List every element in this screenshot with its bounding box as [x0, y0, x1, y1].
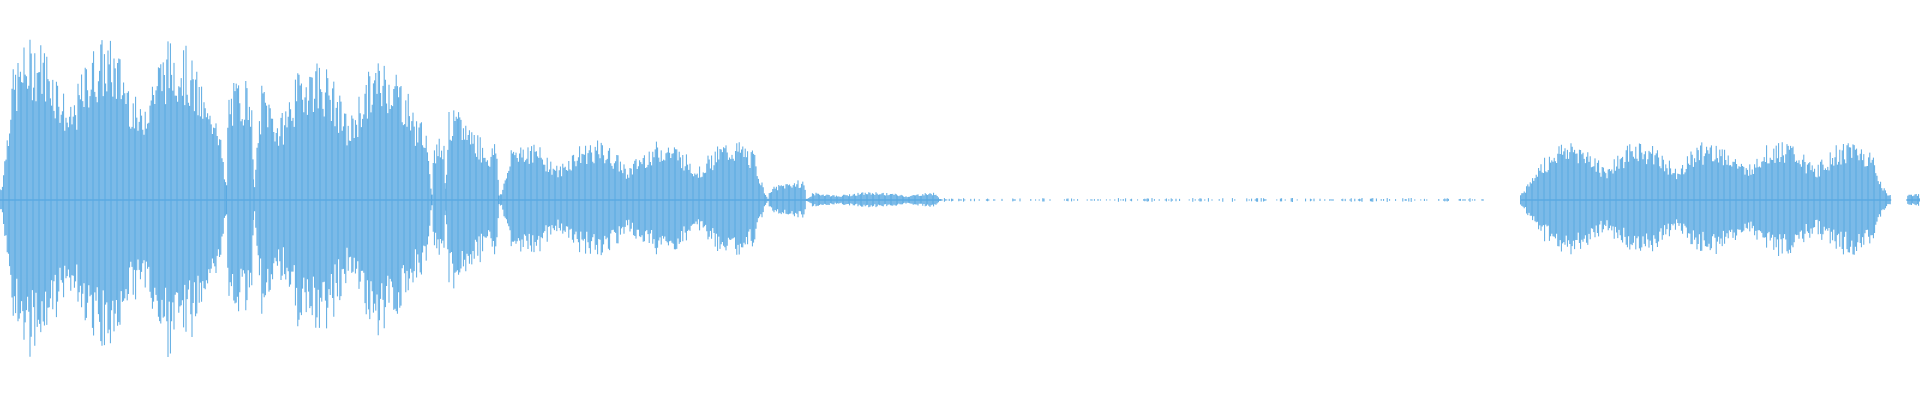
waveform-samples [0, 39, 1920, 357]
waveform-trace [0, 39, 1920, 357]
